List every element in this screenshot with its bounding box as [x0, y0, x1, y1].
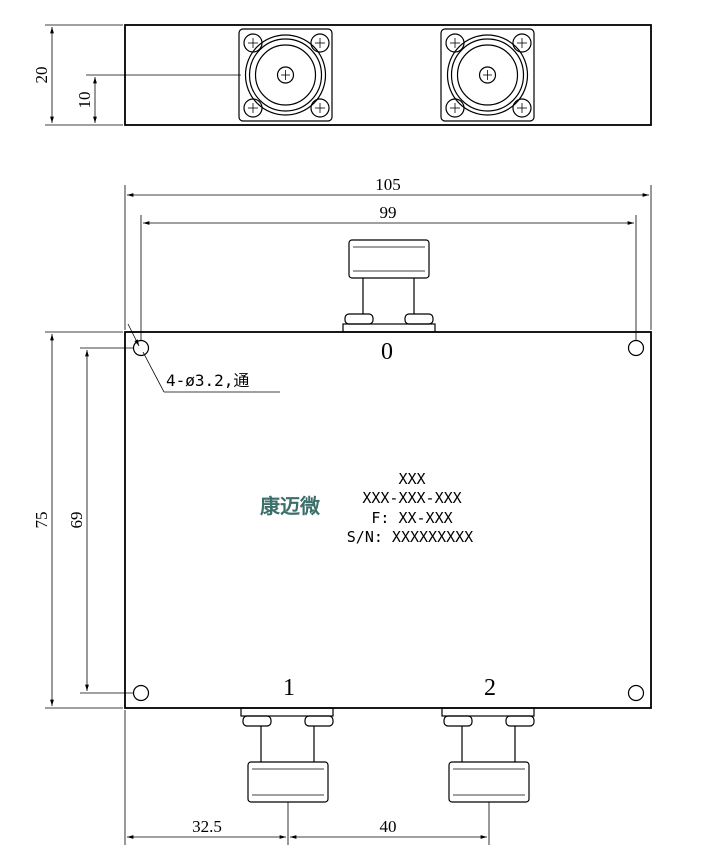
mounting-holes [132, 339, 645, 702]
hole-top-right [627, 339, 645, 357]
part-number-text: XXX-XXX-XXX [362, 489, 461, 507]
hole-top-left [132, 339, 150, 357]
hole-note-text: 4-ø3.2,通 [166, 371, 249, 390]
port-0-label: 0 [381, 339, 393, 365]
frequency-text: F: XX-XXX [371, 509, 452, 527]
dim-width-99: 99 [140, 203, 637, 340]
dim-10-text: 10 [75, 92, 94, 109]
dim-width-105: 105 [124, 175, 652, 330]
port-0-connector [342, 239, 436, 333]
dim-port-spacing: 40 [290, 802, 490, 845]
dim-height-69: 69 [67, 347, 133, 694]
port-2-connector [441, 707, 535, 803]
serial-text: S/N: XXXXXXXXX [347, 528, 473, 546]
dim-105-text: 105 [375, 175, 401, 194]
product-label: 康迈微 XXX XXX-XXX-XXX F: XX-XXX S/N: XXXXX… [260, 470, 473, 546]
side-view: 20 10 [32, 24, 652, 126]
port-1-label: 1 [283, 675, 295, 701]
side-connector-left [238, 28, 333, 122]
dim-32-5-text: 32.5 [192, 817, 222, 836]
side-connector-right [440, 28, 535, 122]
dim-75-text: 75 [32, 512, 51, 529]
port-2-label: 2 [484, 675, 496, 701]
hole-bottom-left [132, 684, 150, 702]
brand-logo-text: 康迈微 [260, 494, 320, 518]
dim-20-text: 20 [32, 67, 51, 84]
hole-bottom-right [627, 684, 645, 702]
dim-69-text: 69 [67, 512, 86, 529]
dim-height-20: 20 [32, 24, 123, 126]
dim-99-text: 99 [380, 203, 397, 222]
hole-callout: 4-ø3.2,通 [127, 323, 280, 393]
port-1-connector [240, 707, 334, 803]
dim-port1-offset: 32.5 [124, 710, 289, 845]
front-view: 0 1 2 康迈微 XXX XXX-XXX-XXX F: XX-XXX S/N:… [32, 175, 652, 845]
dim-height-10: 10 [75, 74, 241, 123]
dim-height-75: 75 [32, 331, 123, 709]
dim-40-text: 40 [380, 817, 397, 836]
model-text: XXX [398, 470, 425, 488]
